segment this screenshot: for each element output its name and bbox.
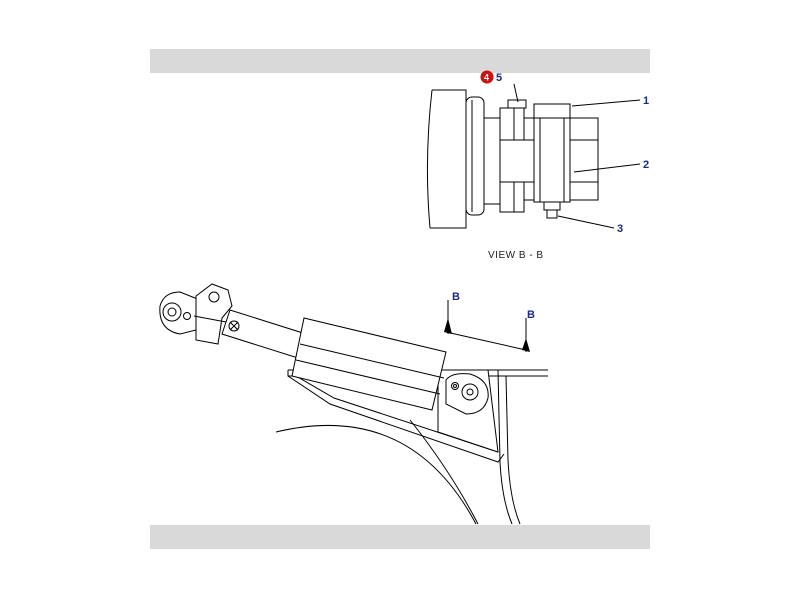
badge-label: 4 [484,73,489,83]
main-assembly [159,283,548,525]
section-marker-left: B [452,291,460,303]
top-gray-bar [150,49,650,73]
callout-5: 5 [496,72,502,84]
callout-1: 1 [643,95,649,107]
view-label: VIEW B - B [488,250,544,261]
callout-badge-4: 4 [480,70,494,84]
callout-3: 3 [617,223,623,235]
section-marker-right: B [527,309,535,321]
callout-2: 2 [643,159,649,171]
view-bb-detail [426,83,641,229]
bottom-gray-bar [150,525,650,549]
